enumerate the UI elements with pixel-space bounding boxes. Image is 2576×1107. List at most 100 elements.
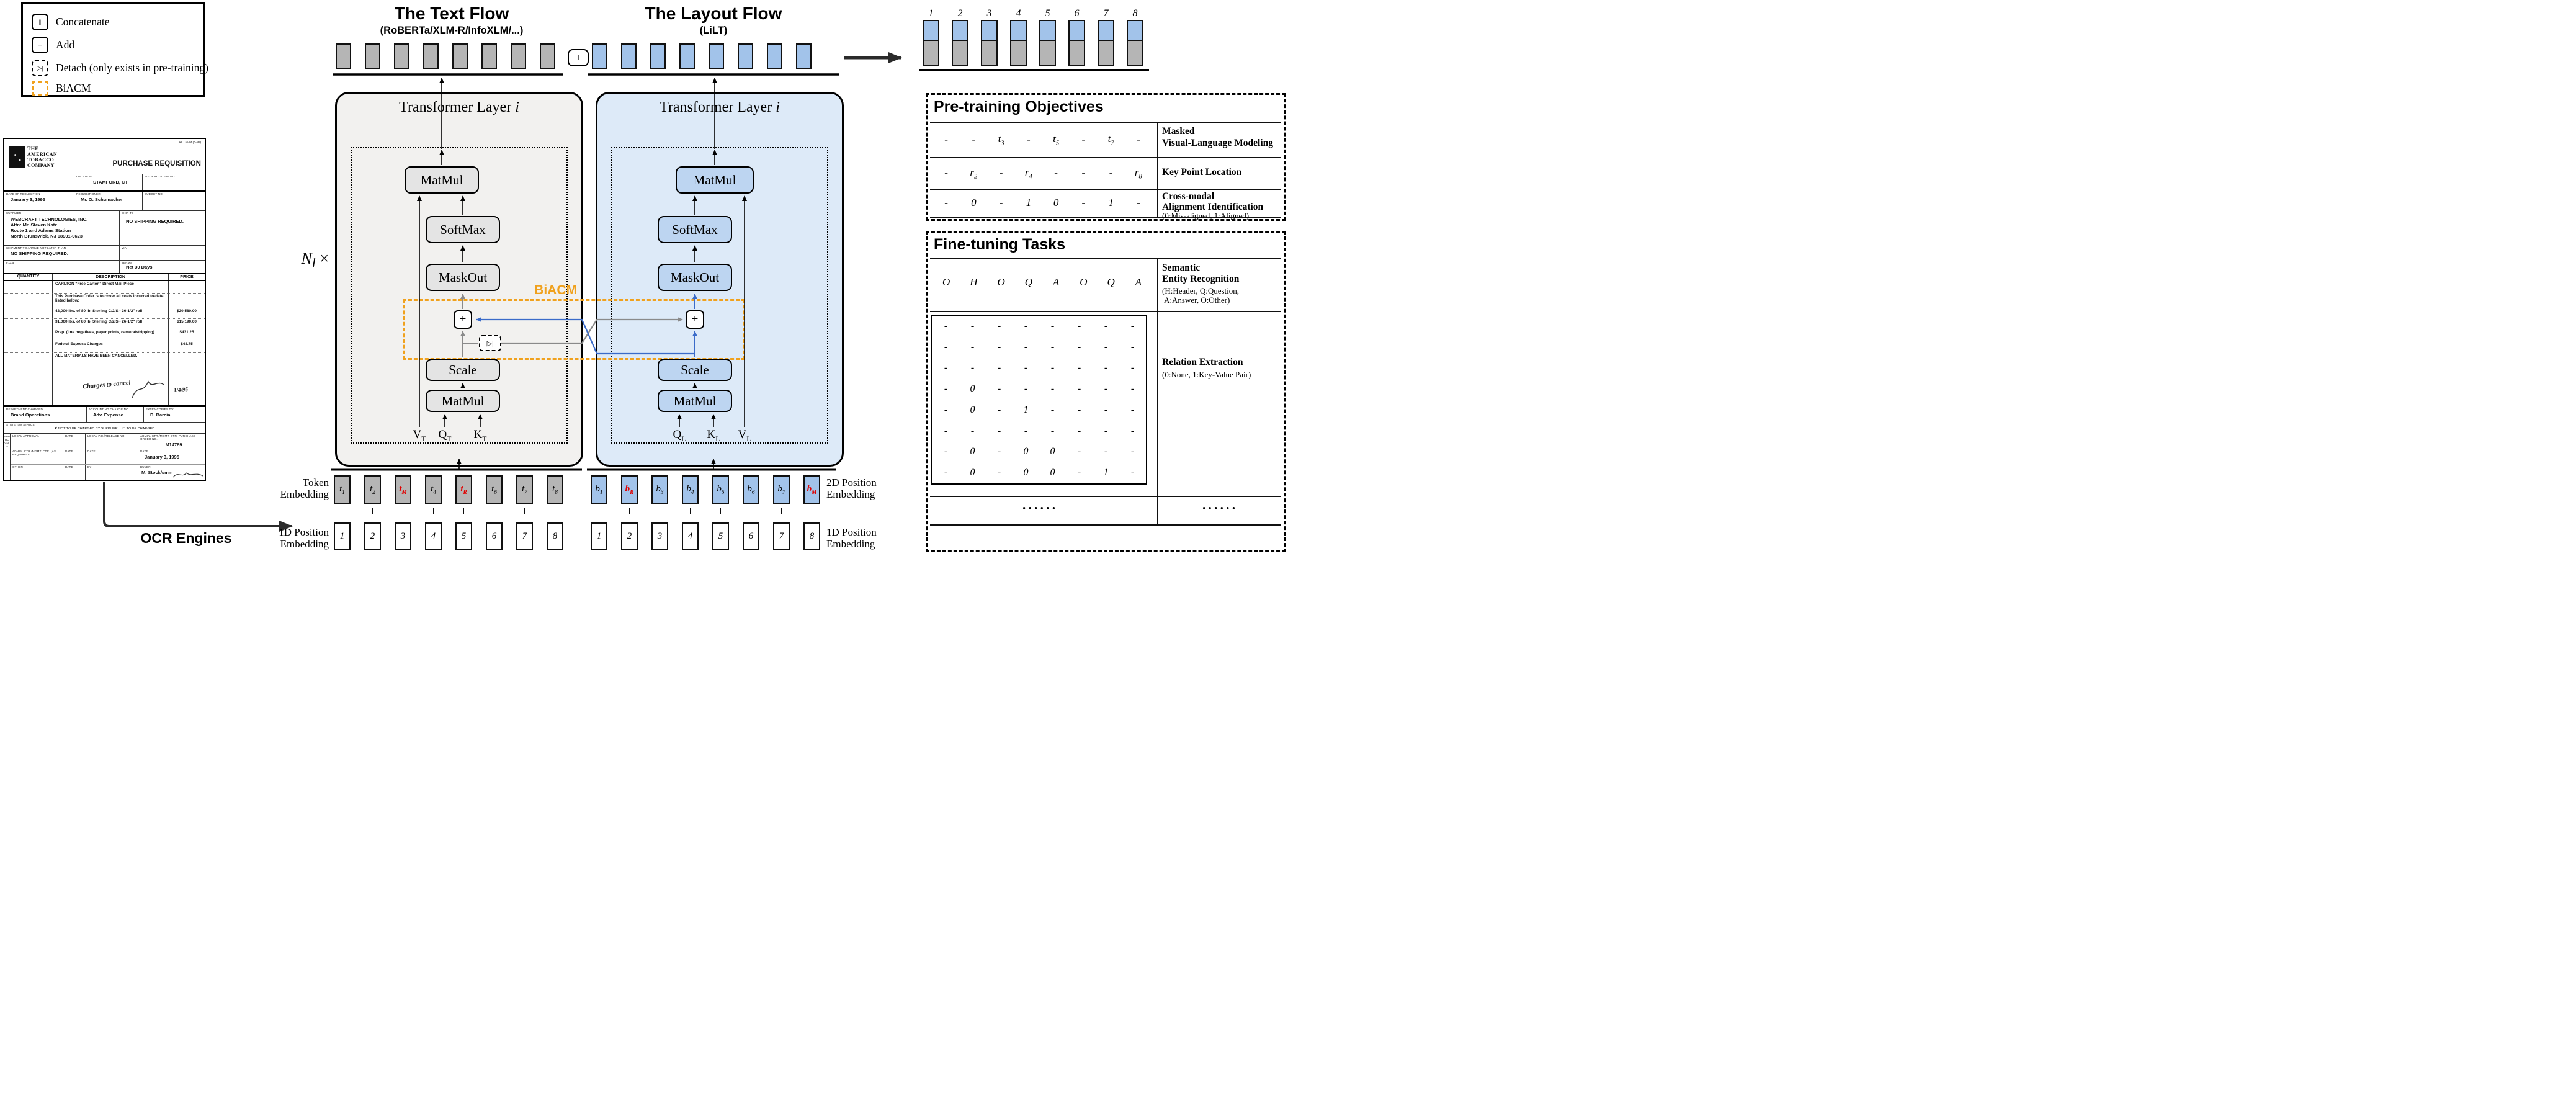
fused-column: 5 <box>1039 8 1056 66</box>
fused-column-index: 4 <box>1016 8 1021 19</box>
field-caption: F.O.B <box>6 261 14 264</box>
add-symbol: + <box>339 505 346 518</box>
divider <box>4 190 205 192</box>
supplier-line: Attn: Mr. Steven Katz <box>11 222 58 228</box>
detach-icon: ▷| <box>32 60 48 76</box>
extra-copies-field: EXTRA COPIES TO: D. Barcia <box>143 407 205 422</box>
ser-label: Semantic <box>1162 262 1201 273</box>
matrix-cell: - <box>1130 425 1135 436</box>
field-value: Adv. Expense <box>93 412 123 418</box>
matrix-cell: - <box>1104 341 1108 352</box>
add-symbol: + <box>491 505 498 518</box>
objective-cell: t3 <box>998 132 1004 147</box>
legend-box: ‖ Concatenate + Add ▷| Detach (only exis… <box>21 2 208 97</box>
bbox-embedding-box: b1 <box>591 475 607 504</box>
layout-output-box <box>709 43 724 69</box>
add-symbol: + <box>430 505 437 518</box>
ser-cell: Q <box>1024 276 1033 288</box>
fused-column-index: 2 <box>957 8 963 19</box>
ser-cell: A <box>1135 276 1142 288</box>
field-caption: AUTHORIZATION NO. <box>145 175 176 178</box>
cai-note: (0:Mis-aligned, 1:Aligned) <box>1162 211 1250 220</box>
document-title: PURCHASE REQUISITION <box>112 160 202 168</box>
pretraining-title: Pre-training Objectives <box>934 98 1104 115</box>
fused-text-part <box>1039 40 1056 66</box>
matrix-cell: - <box>1104 383 1108 395</box>
matrix-cell: - <box>970 320 975 331</box>
admin-ctr-field: ADMIN. CTR./MGMT. CTR. (AS REQUIRED) <box>12 450 56 456</box>
fused-layout-part <box>952 20 968 40</box>
admin-po-field: ADMIN. CTR./MGMT. CTR. PURCHASE ORDER NO… <box>138 434 205 449</box>
token-embedding-box: tM <box>395 475 411 504</box>
objective-cell: - <box>999 167 1003 179</box>
authorization-field: AUTHORIZATION NO. <box>142 174 205 190</box>
text-matmul-top-node: MatMul <box>405 166 479 194</box>
objective-cell: r4 <box>1024 166 1032 181</box>
bbox-embedding-box: bR <box>621 475 638 504</box>
add-symbol: + <box>808 505 815 518</box>
token-embedding-value: tR <box>460 483 467 496</box>
divider <box>4 405 205 407</box>
line-price <box>169 353 205 365</box>
text-flow-output-row <box>336 43 555 69</box>
bbox-embedding-box: b5 <box>712 475 729 504</box>
matrix-cell: 0 <box>1050 446 1055 457</box>
fused-text-part <box>1010 40 1027 66</box>
ellipsis-right: •••••• <box>1202 503 1238 513</box>
matrix-cell: - <box>997 320 1001 331</box>
date-field: DATE <box>63 465 85 480</box>
table-row: 42,000 lbs. of 80 lb. Sterling C/2/S - 3… <box>4 308 205 319</box>
by-field: BY <box>85 465 138 480</box>
field-caption: SHIPMENT TO ARRIVE NOT LATER THAN <box>6 246 66 249</box>
field-caption: BUDGET NO. <box>145 192 164 195</box>
objective-cell: - <box>1054 167 1058 179</box>
objective-cell: t7 <box>1107 132 1114 147</box>
add-symbol: + <box>460 505 467 518</box>
matrix-cell: - <box>944 446 948 457</box>
legend-item-add: + Add <box>32 37 74 53</box>
approvals-vertical-label: APPROVALS <box>4 434 11 480</box>
legend-item-concatenate: ‖ Concatenate <box>32 14 109 30</box>
table-row: Prep. (line negatives, paper prints, cam… <box>4 329 205 341</box>
fused-column-index: 8 <box>1132 8 1138 19</box>
fused-column: 4 <box>1010 8 1027 66</box>
ser-cell: O <box>1080 276 1088 288</box>
qty-header: QUANTITY <box>4 274 53 280</box>
ship-to-field: SHIP TO NO SHIPPING REQUIRED. <box>119 211 205 245</box>
tax-status-field: STATE TAX STATUS ✗ NOT TO BE CHARGED BY … <box>4 423 205 433</box>
text-detach-node: ▷| <box>479 335 501 351</box>
fused-column: 3 <box>981 8 998 66</box>
matrix-cell: - <box>1050 341 1055 352</box>
pos1d-box: 5 <box>455 522 472 550</box>
text-value-input-label: VT <box>413 428 426 443</box>
add-symbol: + <box>400 505 406 518</box>
matrix-cell: - <box>997 425 1001 436</box>
matrix-cell: 0 <box>1023 446 1029 457</box>
add-symbol: + <box>687 505 694 518</box>
company-line: TOBACCO <box>27 157 55 163</box>
supplier-line: North Brunswick, NJ 08901-0623 <box>11 233 83 239</box>
objective-cell: r2 <box>970 166 978 181</box>
text-output-box <box>365 43 380 69</box>
ser-cell: O <box>942 276 950 288</box>
text-output-box <box>336 43 351 69</box>
supplier-line: WEBCRAFT TECHNOLOGIES, INC. <box>11 217 88 222</box>
field-value: STAMFORD, CT <box>92 179 128 185</box>
layout-maskout-node: MaskOut <box>658 264 732 291</box>
matrix-cell: - <box>944 320 948 331</box>
matrix-cell: - <box>1024 425 1028 436</box>
fused-text-part <box>1068 40 1085 66</box>
kpl-label: Key Point Location <box>1162 167 1242 177</box>
matrix-cell: - <box>970 362 975 374</box>
column-divider <box>1157 258 1158 524</box>
matrix-row: -------- <box>932 316 1146 337</box>
layout-output-box <box>767 43 782 69</box>
pos1d-box: 4 <box>425 522 442 550</box>
handwriting-area: Charges to cancel 1/4/95 <box>4 365 205 405</box>
rule <box>930 311 1281 312</box>
cai-label: Cross-modal <box>1162 191 1215 202</box>
tax-options: ✗ NOT TO BE CHARGED BY SUPPLIER ☐ TO BE … <box>6 427 203 431</box>
token-embedding-value: t7 <box>522 483 527 496</box>
